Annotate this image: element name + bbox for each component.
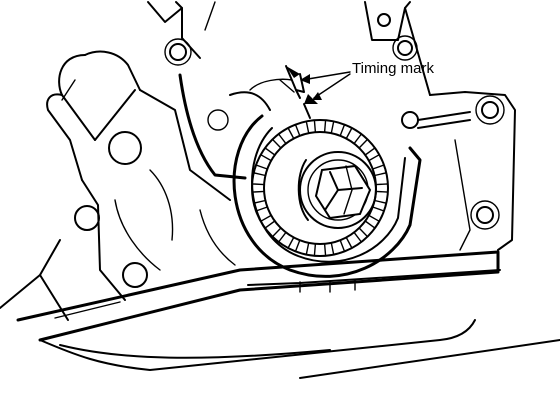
timing-mark-pointer [279, 65, 318, 119]
sprocket-tooth [339, 123, 353, 140]
sprocket-tooth [287, 236, 301, 253]
sprocket-tooth [251, 183, 265, 193]
sprocket-tooth [287, 123, 301, 140]
sprocket-tooth [253, 199, 268, 212]
sprocket-tooth [339, 236, 353, 253]
sprocket-tooth [323, 242, 335, 257]
sprocket-tooth [372, 164, 387, 177]
crankshaft-sprocket [232, 114, 422, 278]
sprocket-tooth [305, 119, 317, 134]
sprocket-teeth [251, 119, 389, 257]
sprocket-tooth [260, 214, 276, 229]
timing-mark-label: Timing mark [352, 60, 434, 77]
sprocket-tooth [353, 227, 369, 243]
sprocket-tooth [305, 242, 317, 257]
sprocket-tooth [253, 164, 268, 177]
sprocket-tooth [260, 147, 276, 162]
sprocket-tooth [323, 119, 335, 134]
sprocket-tooth [271, 227, 287, 243]
sprocket-tooth [375, 183, 389, 193]
label-leader-lines [300, 71, 351, 100]
sprocket-tooth [271, 133, 287, 149]
engine-block [0, 1, 516, 321]
sprocket-tooth [372, 199, 387, 212]
sprocket-tooth [353, 133, 369, 149]
sprocket-tooth [364, 147, 380, 162]
oil-pan [16, 250, 560, 379]
sprocket-tooth [364, 214, 380, 229]
